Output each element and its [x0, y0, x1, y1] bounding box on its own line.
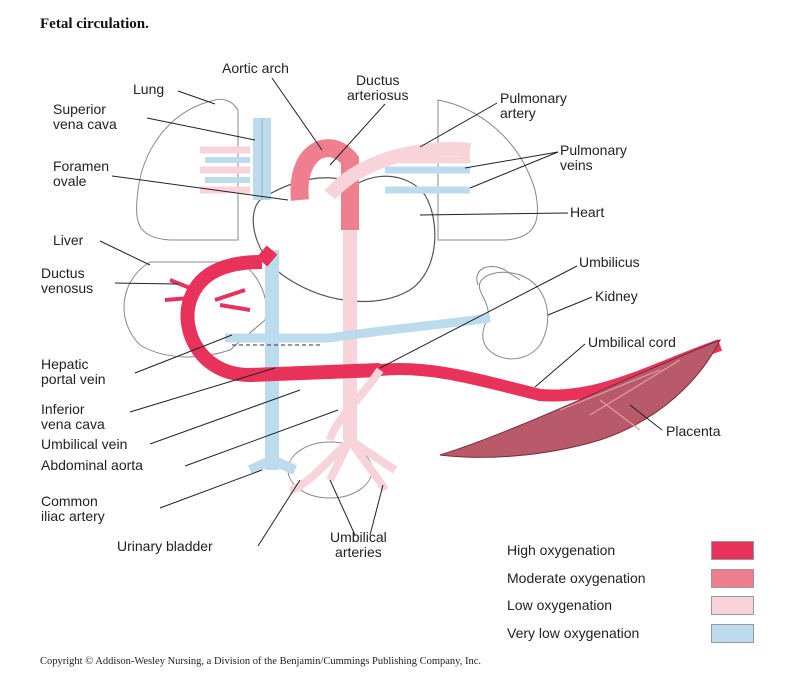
label-ductus-venosus: Ductus venosus [41, 265, 94, 296]
left-lung [136, 98, 239, 241]
label-inferior-vena-cava: Inferior vena cava [41, 401, 105, 432]
label-hepatic-portal-vein: Hepatic portal vein [41, 356, 106, 387]
label-aortic-arch: Aortic arch [222, 60, 289, 76]
label-umbilical-arteries: Umbilical arteries [330, 529, 387, 560]
legend-label-high: High oxygenation [507, 542, 616, 558]
hepatic-portal-vein [225, 313, 491, 343]
legend-label-moderate: Moderate oxygenation [507, 570, 646, 586]
label-common-iliac-artery: Common iliac artery [41, 493, 105, 524]
label-kidney: Kidney [595, 288, 638, 304]
label-foramen-ovale: Foramen ovale [53, 158, 110, 189]
adrenal-outline [476, 266, 521, 286]
label-heart: Heart [570, 204, 605, 220]
aortic-arch [290, 139, 359, 230]
pulmonary-vessels-left [200, 146, 250, 194]
label-superior-vena-cava: Superior vena cava [53, 101, 117, 132]
ductus-venosus [256, 245, 278, 267]
label-umbilicus: Umbilicus [579, 254, 640, 270]
right-lung [437, 99, 538, 241]
label-liver: Liver [53, 232, 84, 248]
label-umbilical-cord: Umbilical cord [588, 334, 676, 350]
legend-swatch-high [711, 541, 754, 560]
legend-swatch-very-low [711, 624, 754, 643]
umbilical-vein [180, 255, 381, 383]
label-abdominal-aorta: Abdominal aorta [41, 457, 143, 473]
pulmonary-veins-right [385, 166, 470, 194]
leader-lines [99, 77, 663, 547]
kidney-outline [478, 271, 549, 360]
liver-outline [123, 261, 267, 358]
label-lung: Lung [133, 81, 165, 97]
label-pulmonary-veins: Pulmonary veins [560, 142, 627, 173]
placenta-shape [439, 339, 722, 458]
legend-label-very-low: Very low oxygenation [507, 625, 640, 641]
legend-label-low: Low oxygenation [507, 597, 613, 613]
common-iliac [247, 455, 297, 475]
legend-swatch-low [711, 596, 754, 615]
pulmonary-artery [324, 142, 471, 200]
copyright-notice: Copyright © Addison-Wesley Nursing, a Di… [40, 656, 482, 667]
label-ductus-arteriosus: Ductus arteriosus [347, 72, 409, 103]
legend-swatch-moderate [711, 569, 754, 588]
label-umbilical-vein: Umbilical vein [41, 436, 128, 452]
page-title: Fetal circulation. [40, 16, 149, 32]
label-placenta: Placenta [666, 423, 721, 439]
label-urinary-bladder: Urinary bladder [117, 538, 213, 554]
liver-branches [164, 278, 251, 312]
label-pulmonary-artery: Pulmonary artery [500, 90, 567, 121]
